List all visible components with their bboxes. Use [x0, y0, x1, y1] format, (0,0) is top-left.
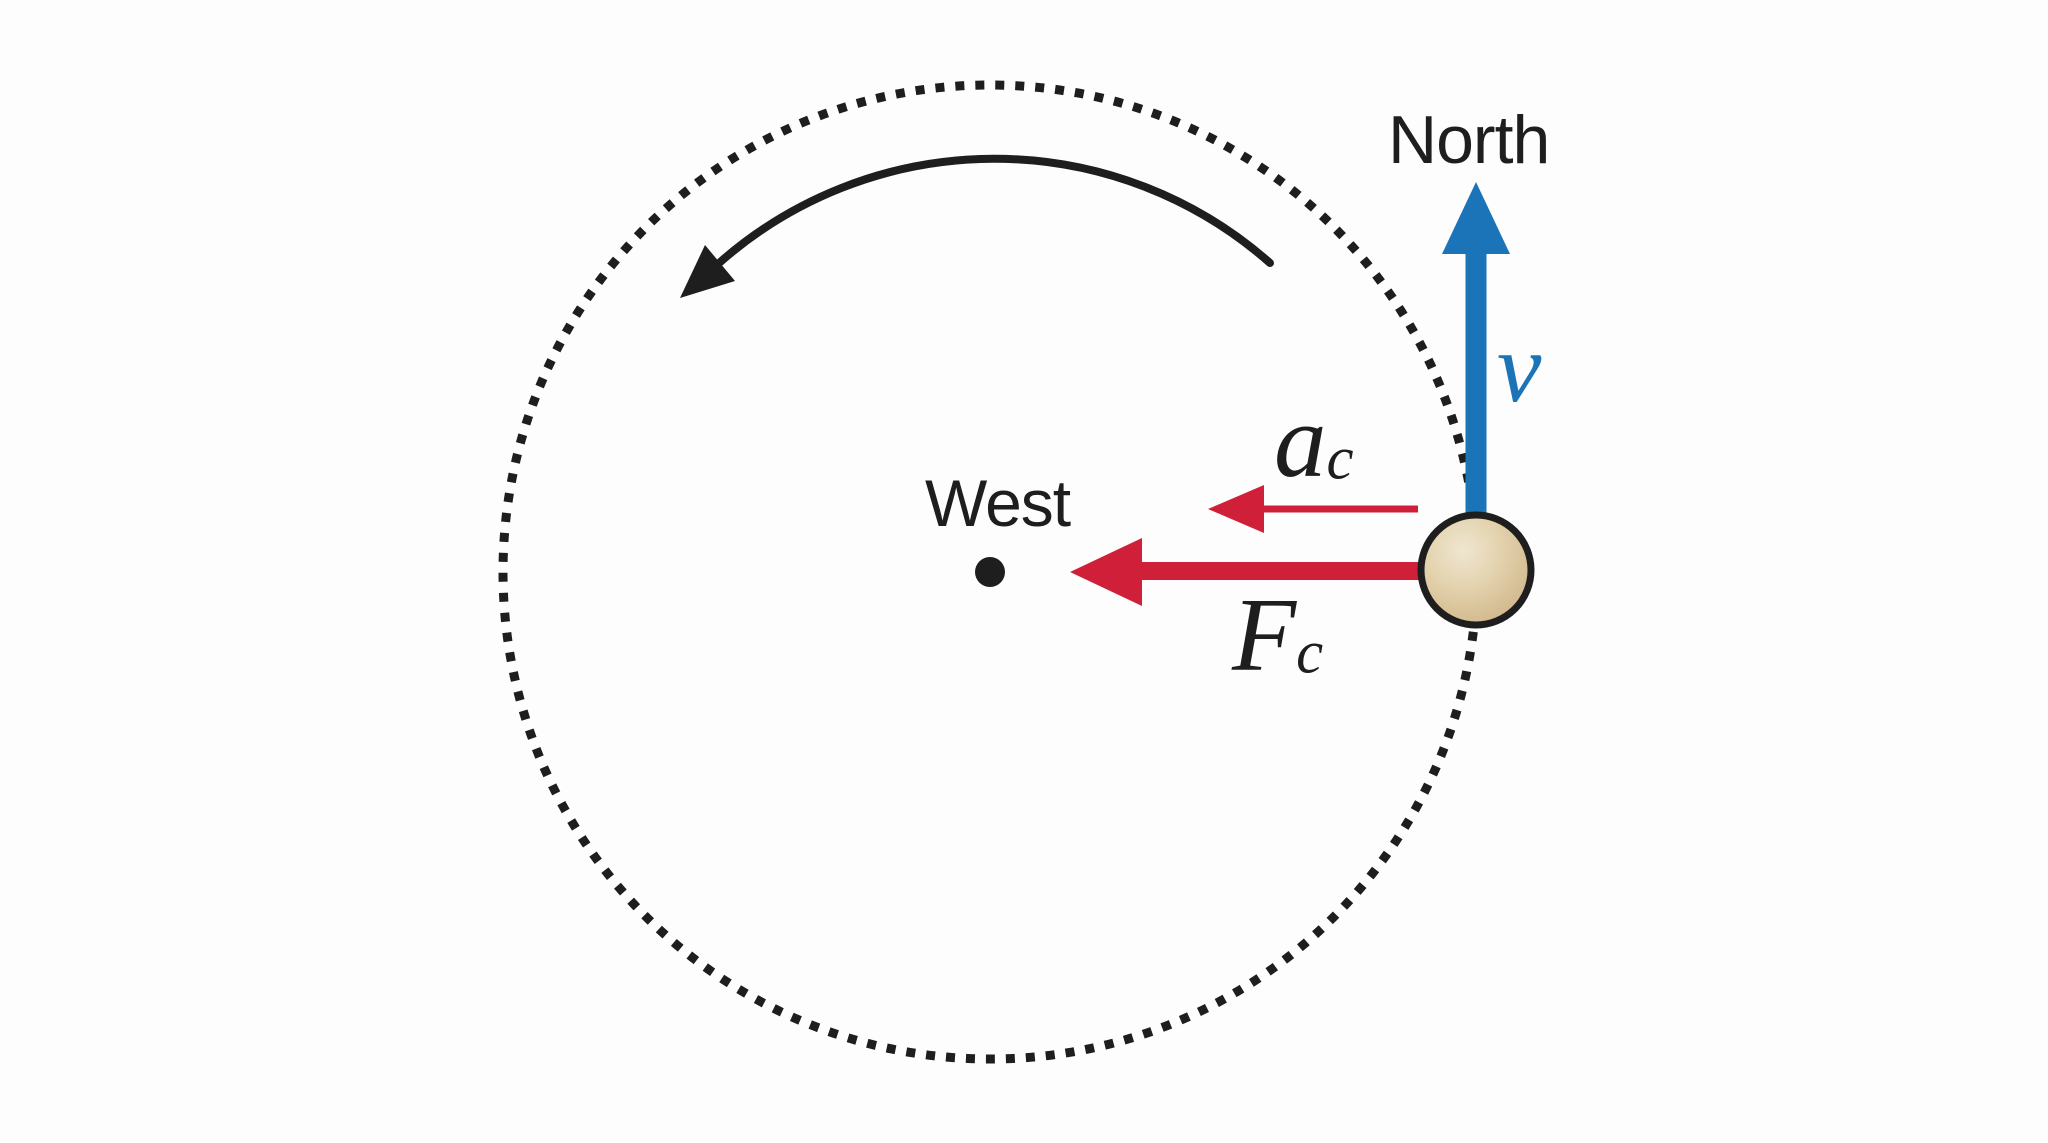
acceleration-arrow	[1208, 485, 1418, 533]
north-label: North	[1388, 102, 1550, 178]
acceleration-symbol: a	[1274, 382, 1327, 499]
rotation-direction-arrow	[680, 154, 1274, 298]
force-label: Fc	[1232, 582, 1323, 687]
force-symbol: F	[1232, 576, 1297, 693]
west-label: West	[925, 466, 1071, 540]
acceleration-label: ac	[1274, 388, 1354, 493]
ball	[1417, 511, 1535, 629]
force-arrow	[1070, 538, 1420, 606]
velocity-arrow-shaft	[1465, 252, 1487, 515]
rotation-arrow-arc	[714, 154, 1274, 268]
rotation-arrow-head-icon	[680, 245, 735, 298]
acceleration-arrow-shaft	[1262, 505, 1418, 513]
center-dot	[975, 557, 1005, 587]
force-arrow-shaft	[1140, 562, 1420, 580]
velocity-label: v	[1497, 312, 1542, 423]
velocity-arrow-head-icon	[1442, 182, 1510, 254]
acceleration-subscript: c	[1326, 425, 1354, 493]
force-arrow-head-icon	[1070, 538, 1142, 606]
force-subscript: c	[1296, 619, 1324, 687]
acceleration-arrow-head-icon	[1208, 485, 1264, 533]
velocity-arrow	[1442, 182, 1510, 515]
